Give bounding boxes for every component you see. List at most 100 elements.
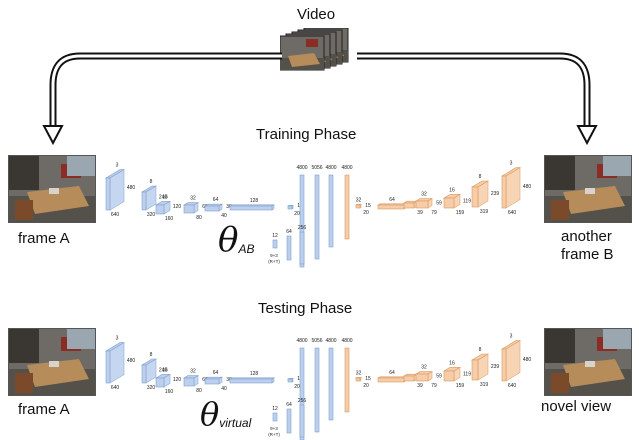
dec-label-top-1: 64 xyxy=(389,197,395,203)
training-output-label-line1: another xyxy=(561,228,612,245)
dec-label-top-0: 32 xyxy=(356,197,362,203)
video-frame xyxy=(280,35,325,71)
enc-label-bot-2: 160 xyxy=(165,389,174,395)
fc-bar-3 xyxy=(344,347,350,413)
branch-bar-1 xyxy=(286,235,292,261)
enc-block-5-front xyxy=(229,378,273,384)
branch-label-1: 64 xyxy=(286,402,292,408)
enc-label-top-5: 128 xyxy=(250,198,259,204)
training-phase-label: Training Phase xyxy=(256,126,357,143)
fc-label-0: 4800 xyxy=(296,165,307,171)
enc-block-3-front xyxy=(183,377,195,387)
fc-label-3: 4800 xyxy=(341,338,352,344)
room-table xyxy=(563,359,625,387)
enc-label-top-4: 64 xyxy=(213,370,219,376)
dec-label-bot-2: 39 xyxy=(417,210,423,216)
video-frame-stack xyxy=(280,28,349,71)
enc-label-bot-1: 320 xyxy=(147,385,156,391)
dec-label-bot-2: 39 xyxy=(417,383,423,389)
room-chair xyxy=(15,373,33,393)
branch-note2: (R+T) xyxy=(268,259,280,264)
network-group: 3480640824032016120160326080643040128152… xyxy=(104,334,531,440)
room-object xyxy=(49,188,59,194)
enc-label-top-2: 16 xyxy=(162,367,168,373)
enc-label-top-3: 32 xyxy=(190,196,196,202)
testing-input-photo xyxy=(8,328,96,396)
theta-virtual: θvirtual xyxy=(200,395,251,433)
room-table xyxy=(27,186,89,214)
fc-label-1: 5056 xyxy=(311,338,322,344)
enc-label-mid-1: 240 xyxy=(159,367,168,373)
training-output-photo xyxy=(544,155,632,223)
enc-label-top-5: 128 xyxy=(250,371,259,377)
fc-bar-2 xyxy=(328,347,334,421)
theta-virtual-symbol: θ xyxy=(200,395,220,433)
enc-block-1-front xyxy=(141,364,147,384)
enc-block-0-front xyxy=(105,177,111,211)
enc-label-top-4: 64 xyxy=(213,197,219,203)
training-output-label-line2: frame B xyxy=(561,246,614,263)
fc-bar-2 xyxy=(328,174,334,248)
enc-label-bot-3: 80 xyxy=(196,388,202,394)
room-shadow xyxy=(545,156,575,190)
left-arrow-inner xyxy=(51,54,282,127)
theta-virtual-subscript: virtual xyxy=(219,416,252,430)
enc-label-top-1: 8 xyxy=(150,352,153,358)
enc-label-mid-4: 30 xyxy=(226,377,232,383)
dec-label-top-5: 8 xyxy=(479,347,482,353)
left-arrow-head xyxy=(42,125,64,146)
dec-label-bot-0: 20 xyxy=(363,383,369,389)
enc-block-2-front xyxy=(155,377,165,388)
dec-label-top-4: 16 xyxy=(449,360,455,366)
testing-phase-label: Testing Phase xyxy=(258,300,353,317)
fc-label-2: 4800 xyxy=(325,165,336,171)
dec-label-bot-5: 319 xyxy=(480,382,489,388)
branch-bar-2 xyxy=(299,231,305,265)
fc-bar-0 xyxy=(299,174,305,268)
fc-bar-1 xyxy=(314,347,320,433)
dec-block-6-front xyxy=(501,348,507,382)
fc-bar-1 xyxy=(314,174,320,260)
dec-label-bot-3: 79 xyxy=(431,383,437,389)
branch-bar-0 xyxy=(272,239,278,249)
fc-label-0: 4800 xyxy=(296,338,307,344)
dec-block-5-front xyxy=(471,359,479,381)
enc-label-bot-6: 20 xyxy=(294,211,300,217)
enc-label-bot-4: 40 xyxy=(221,213,227,219)
branch-label-2: 256 xyxy=(298,225,307,231)
enc-label-mid-4: 30 xyxy=(226,204,232,210)
theta-ab-subscript: AB xyxy=(238,242,255,256)
dec-label-bot-6: 640 xyxy=(508,210,517,216)
testing-input-label: frame A xyxy=(18,401,70,418)
fc-label-3: 4800 xyxy=(341,165,352,171)
fc-label-2: 4800 xyxy=(325,338,336,344)
video-frame-table xyxy=(288,53,320,67)
branch-label-0: 12 xyxy=(272,233,278,239)
dec-block-4-front xyxy=(443,370,455,382)
dec-label-mid-3: 59 xyxy=(436,200,442,206)
dec-label-mid-4: 119 xyxy=(463,199,471,205)
dec-block-0-front xyxy=(355,377,361,382)
room-object xyxy=(585,361,595,367)
branch-bar-1 xyxy=(286,408,292,434)
dec-label-mid-6: 480 xyxy=(523,184,532,190)
enc-label-mid-0: 480 xyxy=(127,358,136,364)
room-chair xyxy=(15,200,33,220)
enc-label-bot-0: 640 xyxy=(111,385,120,391)
enc-label-mid-2: 120 xyxy=(173,204,182,210)
dec-label-top-6: 3 xyxy=(510,334,513,340)
dec-label-top-5: 8 xyxy=(479,174,482,180)
enc-label-bot-4: 40 xyxy=(221,386,227,392)
enc-block-4-front xyxy=(204,205,220,212)
dec-label-top-3: 32 xyxy=(421,365,427,371)
dec-label-mid-3: 59 xyxy=(436,373,442,379)
enc-label-bot-6: 20 xyxy=(294,384,300,390)
theta-ab-symbol: θ xyxy=(218,220,239,260)
enc-block-1-front xyxy=(141,191,147,211)
room-window xyxy=(603,156,631,176)
enc-block-3-front xyxy=(183,204,195,214)
dec-block-5-front xyxy=(471,186,479,208)
dec-block-3-front xyxy=(415,200,429,209)
